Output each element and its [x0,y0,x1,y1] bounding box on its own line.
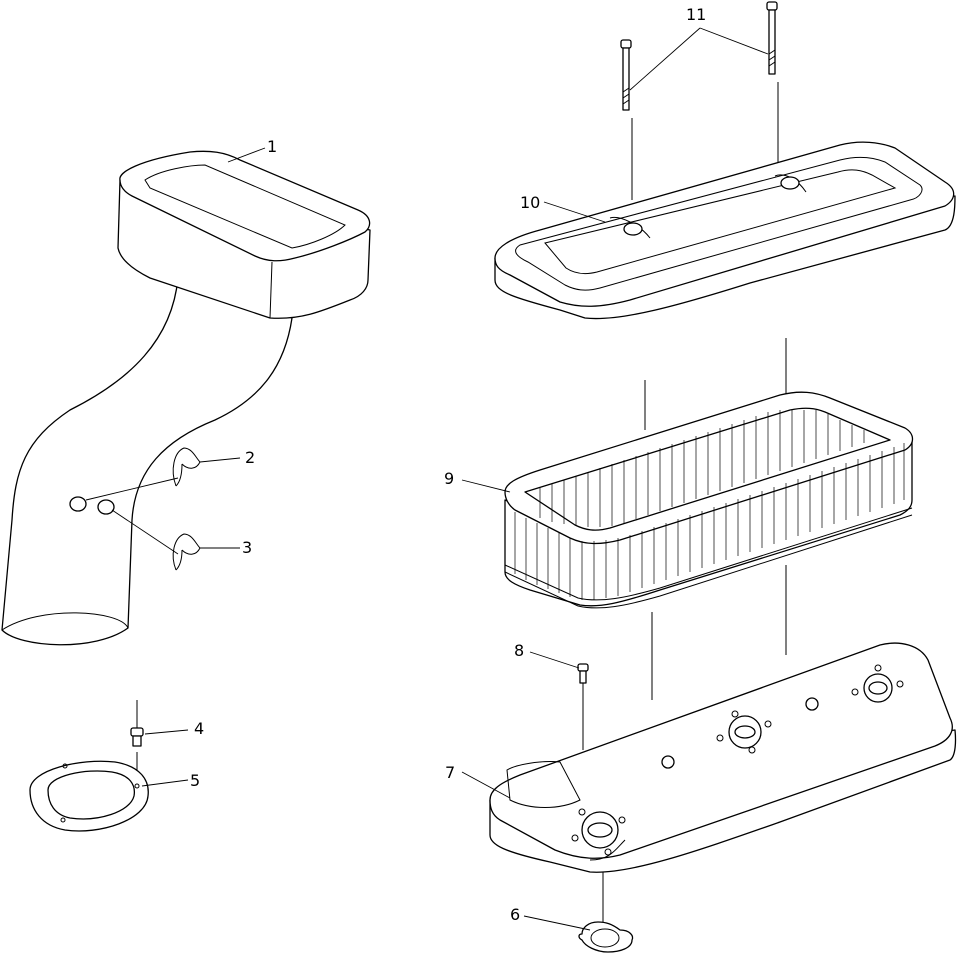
callout-11: 11 [686,5,706,24]
callout-7: 7 [445,763,455,782]
part-9-air-filter [504,391,914,609]
part-2-clip [172,447,201,487]
callout-4: 4 [194,719,204,738]
callout-10: 10 [520,193,540,212]
part-8-screw [577,663,589,684]
part-11-bolts [620,1,779,200]
grommet-left [69,496,87,512]
callout-6: 6 [510,905,520,924]
callout-1: 1 [267,137,277,156]
part-7-base [489,642,957,873]
part-10-cover [494,141,956,320]
part-5-ring-gasket [29,760,149,832]
part-4-pin [130,700,144,782]
callout-9: 9 [444,469,454,488]
part-3-clip [172,533,201,571]
part-1-intake-duct [1,150,371,646]
callout-8: 8 [514,641,524,660]
callout-2: 2 [245,448,255,467]
callout-5: 5 [190,771,200,790]
leader-lines [85,27,769,931]
grommet-right [97,499,115,515]
callout-3: 3 [242,538,252,557]
part-6-flange-gasket [578,921,634,953]
